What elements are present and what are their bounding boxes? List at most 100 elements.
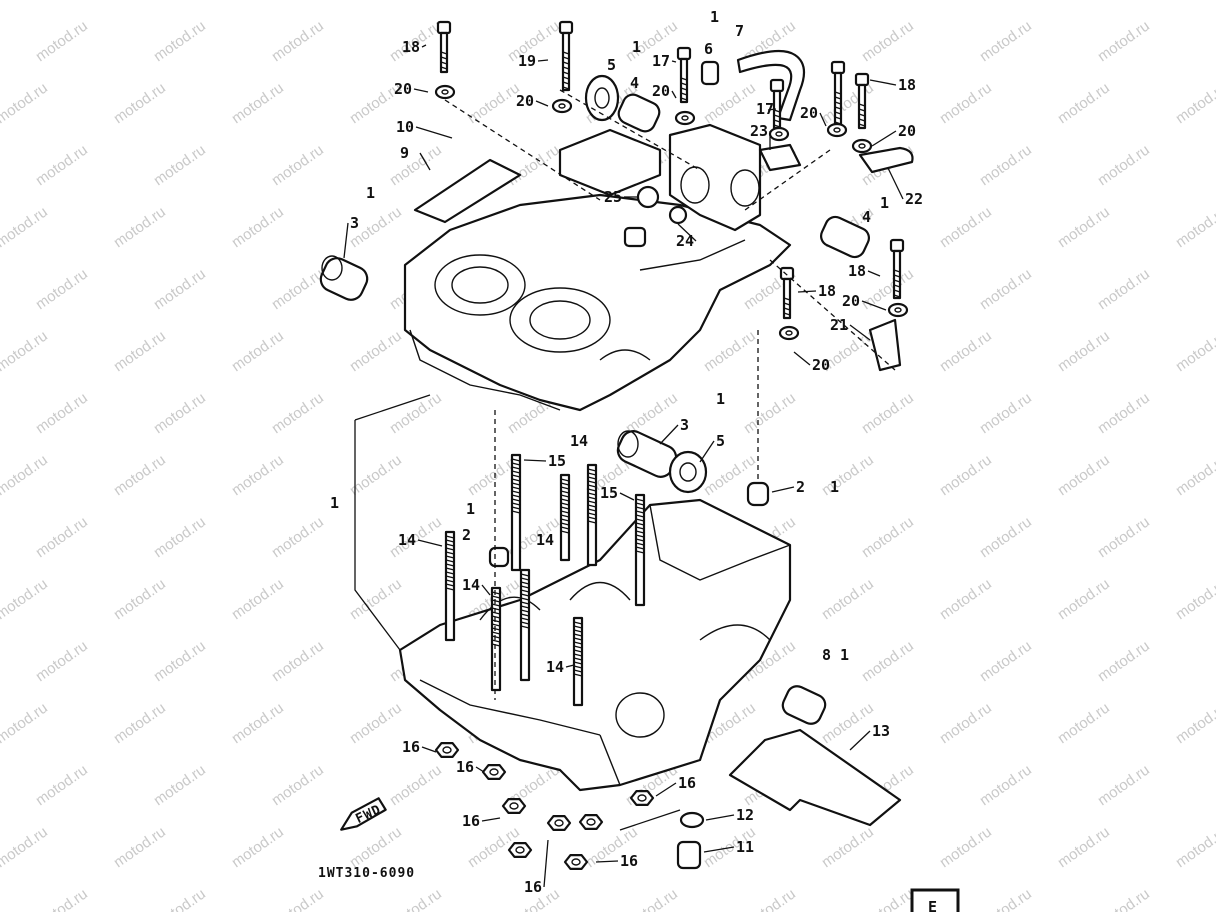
stud-thread <box>635 502 645 506</box>
stud-thread <box>573 637 583 641</box>
clamp-22 <box>858 146 914 174</box>
stud-thread <box>635 530 645 534</box>
callout-label: 1 <box>466 500 475 518</box>
callout-label: 1 <box>366 184 375 202</box>
stud-thread <box>560 514 570 518</box>
nut <box>546 814 572 832</box>
stud-thread <box>560 530 570 534</box>
stud-thread <box>491 619 501 623</box>
stud-thread <box>635 510 645 514</box>
callout-leader <box>413 88 429 93</box>
bushing-8 <box>781 685 827 725</box>
callout-label: 17 <box>756 100 774 118</box>
washer-hole <box>785 330 793 336</box>
stud-thread <box>445 551 455 555</box>
nut-hole <box>554 819 564 827</box>
bushing-4-right <box>820 215 870 259</box>
stud-thread <box>573 669 583 673</box>
corner-label: E <box>928 898 937 912</box>
callout-label: 3 <box>680 416 689 434</box>
upper-bearing-assembly <box>558 123 762 232</box>
stud-thread <box>445 571 455 575</box>
nut-hole <box>489 768 499 776</box>
stud-thread <box>445 547 455 551</box>
nut-hole <box>442 746 452 754</box>
stud-thread <box>560 482 570 486</box>
nut-hole <box>571 858 581 866</box>
bolt-shank <box>833 71 843 130</box>
stud-thread <box>445 567 455 571</box>
callout-label: 16 <box>620 852 638 870</box>
callout-label: 20 <box>394 80 412 98</box>
bolts <box>436 20 905 320</box>
washer-hole <box>833 127 841 133</box>
callout-label: 21 <box>830 316 848 334</box>
stud-thread <box>520 601 530 605</box>
bolt-thread <box>773 119 781 123</box>
stud-thread <box>511 466 521 470</box>
bolt-thread <box>773 114 781 118</box>
bolt-thread <box>783 312 791 316</box>
bolt-head <box>779 266 795 281</box>
callout-leader <box>869 79 897 86</box>
bolt-thread <box>858 123 866 127</box>
callout-leader <box>565 664 575 668</box>
stud-thread <box>445 559 455 563</box>
bolt-thread <box>893 294 901 298</box>
bolt-thread <box>562 81 570 85</box>
callout-leader <box>867 270 881 277</box>
callout-leader <box>861 300 887 311</box>
washer <box>851 138 873 154</box>
nut <box>434 741 460 759</box>
gasket-13 <box>728 728 902 827</box>
callout-label: 1 <box>830 478 839 496</box>
stud <box>519 568 531 682</box>
bolt-thread <box>893 274 901 278</box>
callout-label: 20 <box>800 104 818 122</box>
nut <box>578 813 604 831</box>
callout-leader <box>475 766 485 773</box>
stud-thread <box>635 498 645 502</box>
callout-leader <box>703 846 735 853</box>
callout-label: 18 <box>898 76 916 94</box>
bolt-shank <box>679 57 689 104</box>
callout-label: 11 <box>736 838 754 856</box>
stud-thread <box>573 645 583 649</box>
stud <box>634 493 646 607</box>
callout-label: 16 <box>524 878 542 896</box>
callout-label: 15 <box>600 484 618 502</box>
stud-thread <box>587 504 597 508</box>
stud-thread <box>491 643 501 647</box>
bolt-shank <box>561 31 571 92</box>
stud-thread <box>573 657 583 661</box>
callout-leader <box>849 730 871 751</box>
nut <box>507 841 533 859</box>
callout-label: 16 <box>462 812 480 830</box>
bolt-head <box>436 20 452 35</box>
bolt-thread <box>834 91 842 95</box>
nut <box>563 853 589 871</box>
bushing-4-top <box>617 93 661 133</box>
stud-thread <box>635 506 645 510</box>
stud-thread <box>445 587 455 591</box>
washer <box>551 98 573 114</box>
stud-thread <box>491 611 501 615</box>
stud-thread <box>560 486 570 490</box>
stud-thread <box>587 500 597 504</box>
bolt-head <box>558 20 574 35</box>
stud-thread <box>445 539 455 543</box>
washer-hole <box>558 103 566 109</box>
callout-leader <box>419 152 431 171</box>
stud-thread <box>511 486 521 490</box>
stud-thread <box>491 635 501 639</box>
callout-leader <box>771 486 795 493</box>
washer <box>434 84 456 100</box>
callout-leader <box>797 290 817 293</box>
callout-label: 3 <box>350 214 359 232</box>
stud-thread <box>491 631 501 635</box>
washer-hole <box>775 131 783 137</box>
bolt-thread <box>440 61 448 65</box>
stud-thread <box>491 623 501 627</box>
stud-thread <box>587 508 597 512</box>
washer <box>768 126 790 142</box>
